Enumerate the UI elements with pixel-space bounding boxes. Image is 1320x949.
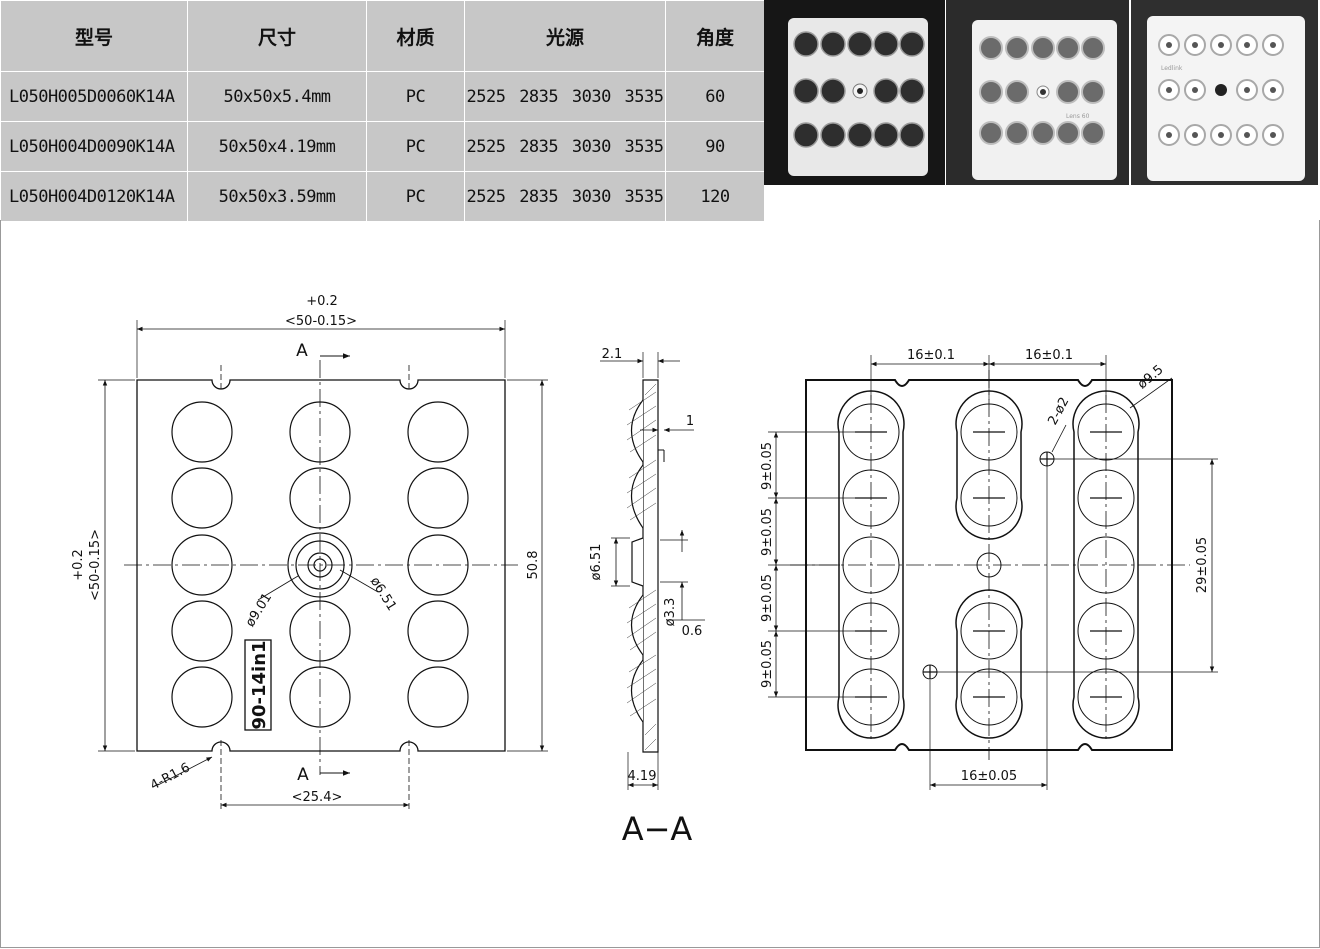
header-source: 光源 [464, 0, 666, 72]
height-dim-text: <50-0.15> [88, 529, 103, 601]
cell-model: L050H004D0090K14A [0, 121, 188, 172]
table-row: L050H004D0090K14A 50x50x4.19mm PC 2525 2… [0, 121, 765, 172]
cell-material: PC [366, 171, 465, 222]
dia-small-text: ø3.3 [663, 598, 678, 627]
header-size: 尺寸 [187, 0, 367, 72]
table-row: L050H005D0060K14A 50x50x5.4mm PC 2525 28… [0, 71, 765, 122]
lens-photo-60 [764, 0, 945, 185]
height-tol-text: +0.2 [71, 549, 86, 581]
section-title: A−A [622, 810, 693, 848]
dia-outer-text: ø9.01 [243, 591, 275, 630]
cell-angle: 60 [665, 71, 765, 122]
lens-dia-text: ø9.5 [1135, 362, 1167, 392]
section-view-labels: 2.1 1 ø6.51 ø3.3 0.6 4.19 A−A [589, 347, 702, 848]
cell-model: L050H004D0120K14A [0, 171, 188, 222]
cell-material: PC [366, 121, 465, 172]
overall-height-text: 50.8 [526, 551, 541, 580]
pin-holes-text: 2-ø2 [1045, 395, 1072, 428]
pitch-dim-text: <25.4> [292, 790, 343, 805]
header-material: 材质 [366, 0, 465, 72]
row-pitch-1-text: 9±0.05 [760, 442, 775, 490]
row-pitch-2-text: 9±0.05 [760, 508, 775, 556]
pin-vertical-text: 29±0.05 [1195, 537, 1210, 593]
product-code-text: 90-14in1 [249, 640, 270, 729]
thickness-text: 4.19 [628, 769, 657, 784]
table-row: L050H004D0120K14A 50x50x3.59mm PC 2525 2… [0, 171, 765, 222]
cell-size: 50x50x3.59mm [187, 171, 367, 222]
offset-text: 0.6 [682, 624, 703, 639]
width-dim-text: <50-0.15> [285, 314, 357, 329]
table-header-row: 型号 尺寸 材质 光源 角度 [0, 0, 765, 72]
pitch-top-right-text: 16±0.1 [1025, 348, 1073, 363]
header-model: 型号 [0, 0, 188, 72]
cell-source: 2525 2835 3030 3535 [464, 71, 666, 122]
photo3-engraving: Ledlink [1161, 65, 1183, 72]
section-view [600, 352, 705, 790]
width-tol-text: +0.2 [306, 294, 338, 309]
cell-angle: 120 [665, 171, 765, 222]
cell-size: 50x50x5.4mm [187, 71, 367, 122]
cell-material: PC [366, 71, 465, 122]
step-text: 1 [686, 414, 694, 429]
pin-horizontal-text: 16±0.05 [961, 769, 1017, 784]
front-view-labels: +0.2 <50-0.15> A A +0.2 <50-0.15> 50.8 ø… [71, 294, 541, 805]
back-view [768, 355, 1218, 790]
section-label-top: A [296, 341, 308, 361]
row-pitch-3-text: 9±0.05 [760, 574, 775, 622]
cell-model: L050H005D0060K14A [0, 71, 188, 122]
dia-hole-text: ø6.51 [589, 544, 604, 581]
header-angle: 角度 [665, 0, 765, 72]
pitch-top-left-text: 16±0.1 [907, 348, 955, 363]
lens-photo-120: Ledlink [1131, 0, 1318, 185]
dia-inner-text: ø6.51 [367, 575, 399, 614]
photo2-engraving: Lens 60 [1066, 113, 1090, 120]
technical-drawings: +0.2 <50-0.15> A A +0.2 <50-0.15> 50.8 ø… [71, 294, 1218, 848]
section-label-bottom: A [297, 765, 309, 785]
cell-size: 50x50x4.19mm [187, 121, 367, 172]
back-view-labels: 16±0.1 16±0.1 ø9.5 2-ø2 9±0.05 9±0.05 9±… [760, 348, 1210, 784]
cell-angle: 90 [665, 121, 765, 172]
row-pitch-4-text: 9±0.05 [760, 640, 775, 688]
cell-source: 2525 2835 3030 3535 [464, 171, 666, 222]
cell-source: 2525 2835 3030 3535 [464, 121, 666, 172]
lens-photo-90: Lens 60 [946, 0, 1129, 185]
front-view [98, 320, 548, 812]
top-width-text: 2.1 [602, 347, 623, 362]
spec-table: 型号 尺寸 材质 光源 角度 L050H005D0060K14A 50x50x5… [0, 0, 765, 222]
corner-radius-text: 4-R1.6 [148, 760, 193, 793]
